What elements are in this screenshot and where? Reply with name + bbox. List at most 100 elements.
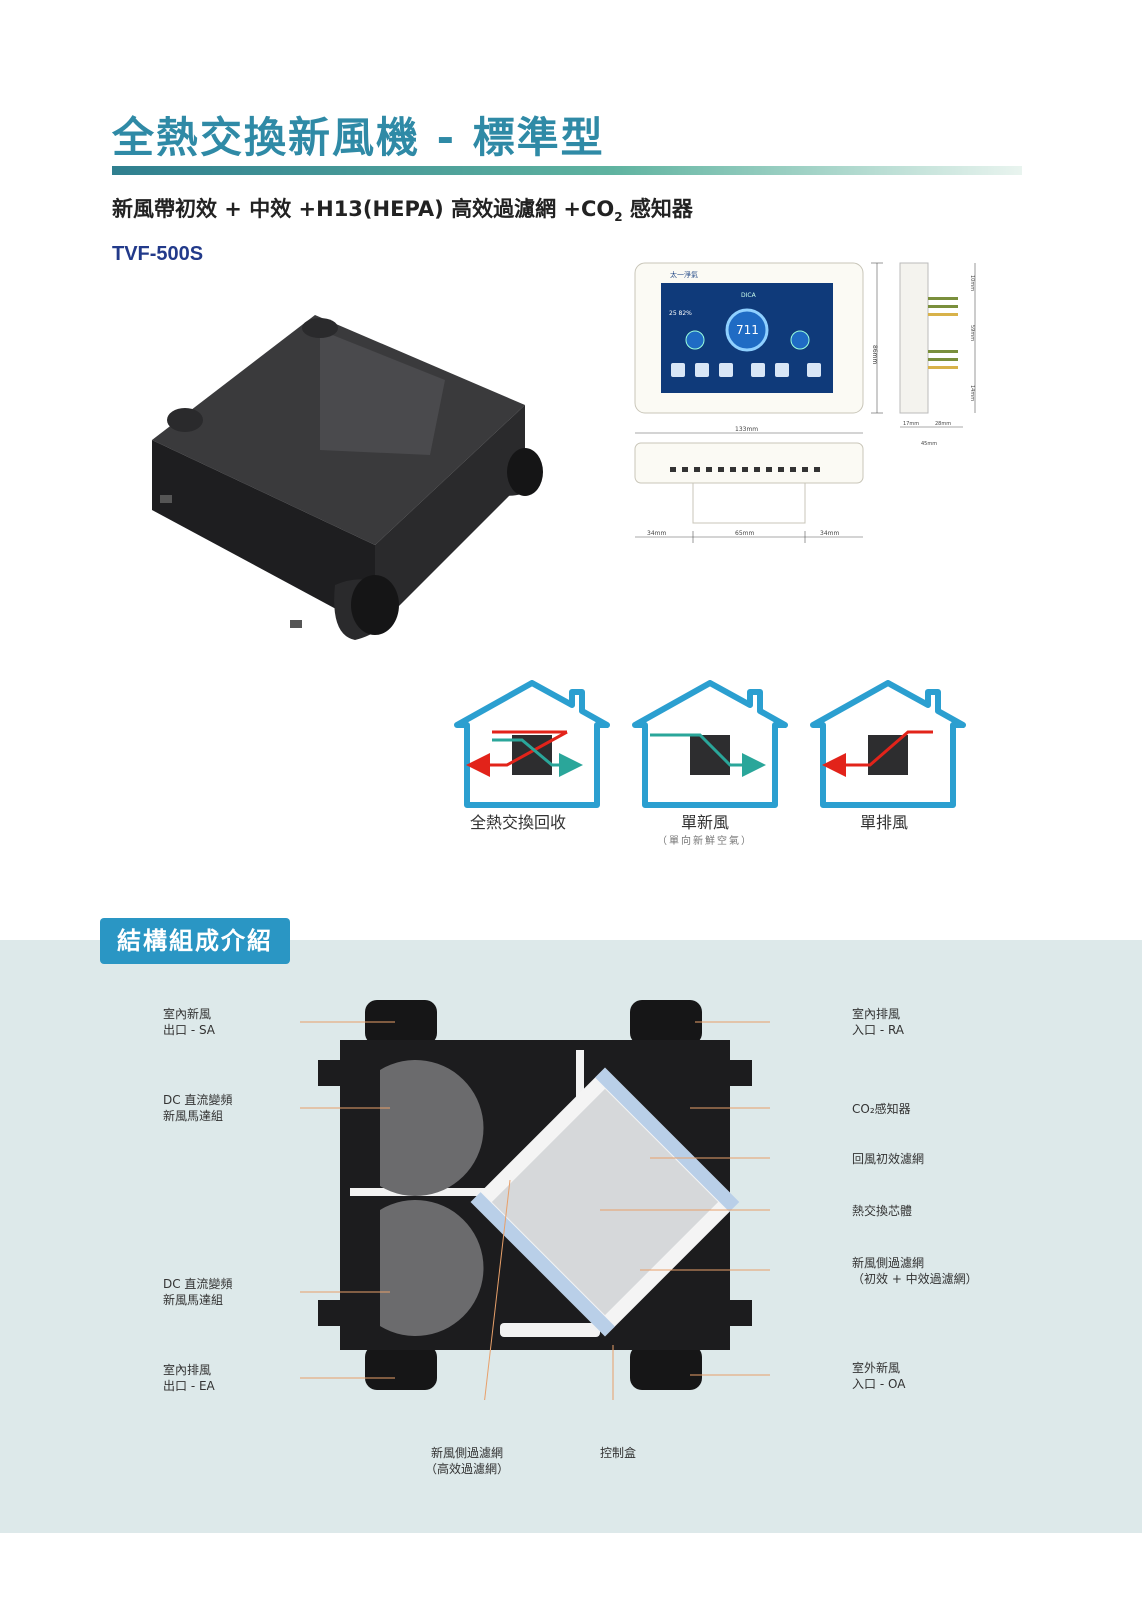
label-supply-motor-line2: 新風馬達組 bbox=[163, 1109, 224, 1123]
bracket-bl bbox=[318, 1300, 340, 1326]
label-control-box: 控制盒 bbox=[600, 1445, 636, 1461]
dim-d2: 28mm bbox=[935, 421, 951, 427]
leader-lines bbox=[300, 1021, 770, 1400]
product-subtitle: 新風帶初效 + 中效 +H13(HEPA) 高效過濾網 +CO2 感知器 bbox=[112, 193, 693, 224]
label-supply-filter-line2: （初效 + 中效過濾網） bbox=[852, 1272, 978, 1286]
dim-height: 86mm bbox=[871, 345, 878, 364]
duct-sa bbox=[365, 1000, 437, 1045]
bracket-left bbox=[160, 495, 172, 503]
subtitle-sub: 2 bbox=[614, 210, 623, 225]
label-control-box-line1: 控制盒 bbox=[600, 1446, 637, 1460]
label-supply-filter-line1: 新風側過濾網 bbox=[852, 1256, 925, 1270]
label-sa-line1: 室內新風 bbox=[163, 1007, 212, 1021]
label-core: 熱交換芯體 bbox=[852, 1203, 912, 1219]
duct-oa bbox=[630, 1345, 702, 1390]
screen-value: 711 bbox=[736, 323, 759, 337]
structure-tab: 結構組成介紹 bbox=[100, 918, 290, 964]
label-exhaust-motor-line1: DC 直流變頻 bbox=[163, 1277, 233, 1291]
subtitle-post: 感知器 bbox=[622, 197, 693, 221]
title-underline bbox=[112, 166, 1022, 175]
label-oa-line2: 入口 - OA bbox=[852, 1377, 906, 1391]
label-ea-line1: 室內排風 bbox=[163, 1363, 212, 1377]
dim-d1: 17mm bbox=[903, 421, 919, 427]
partition-top bbox=[576, 1050, 584, 1110]
screen-readings: 25 82% bbox=[669, 310, 692, 317]
label-oa: 室外新風入口 - OA bbox=[852, 1360, 905, 1392]
bottom-vents bbox=[670, 467, 820, 472]
controller-diagram: 太一淨氣 DICA 25 82% 711 86mm 10mm 59mm 14mm… bbox=[634, 262, 976, 543]
duct-top-left bbox=[167, 408, 203, 432]
label-ea: 室內排風出口 - EA bbox=[163, 1362, 215, 1394]
duct-front-opening bbox=[351, 575, 399, 635]
side-terminals bbox=[928, 297, 958, 369]
controller-side bbox=[899, 262, 929, 414]
label-co2-line1: CO₂感知器 bbox=[852, 1102, 911, 1116]
screen-left-dial bbox=[685, 330, 705, 350]
bracket-br bbox=[730, 1300, 752, 1326]
subtitle-pre: 新風帶初效 + 中效 +H13(HEPA) 高效過濾網 +CO bbox=[112, 197, 615, 221]
label-return-filter-line1: 回風初效濾網 bbox=[852, 1152, 925, 1166]
label-ra: 室內排風入口 - RA bbox=[852, 1006, 904, 1038]
screen-value-ring bbox=[725, 308, 769, 352]
label-hepa-line1: 新風側過濾網 bbox=[431, 1446, 504, 1460]
label-co2-sensor: CO₂感知器 bbox=[852, 1101, 911, 1117]
ventilator-unit-image bbox=[152, 315, 543, 640]
exchanger-core-1 bbox=[512, 735, 552, 775]
label-supply-filter: 新風側過濾網 （初效 + 中效過濾網） bbox=[852, 1255, 978, 1287]
label-sa-line2: 出口 - SA bbox=[163, 1023, 216, 1037]
screen-header: DICA bbox=[741, 292, 757, 299]
dim-side-a: 10mm bbox=[969, 275, 975, 291]
dim-side-c: 14mm bbox=[969, 385, 975, 401]
duct-right-opening bbox=[507, 448, 543, 496]
access-panel bbox=[320, 330, 445, 455]
label-hepa-line2: （高效過濾網） bbox=[425, 1462, 510, 1476]
operation-modes bbox=[454, 680, 966, 808]
mode-house-full-exchange bbox=[454, 680, 610, 808]
dim-width: 133mm bbox=[735, 426, 758, 433]
label-core-line1: 熱交換芯體 bbox=[852, 1204, 913, 1218]
mode-sub-2: （單向新鮮空氣） bbox=[657, 836, 753, 847]
screen-right-dial bbox=[790, 330, 810, 350]
mode-house-supply-only bbox=[632, 680, 788, 808]
dim-bottom-mid: 65mm bbox=[735, 530, 754, 537]
control-box bbox=[500, 1323, 600, 1337]
exchanger-core-3 bbox=[868, 735, 908, 775]
label-return-filter: 回風初效濾網 bbox=[852, 1151, 924, 1167]
label-supply-motor: DC 直流變頻新風馬達組 bbox=[163, 1092, 232, 1124]
unit-left-face bbox=[152, 440, 375, 630]
mode-label-3: 單排風 bbox=[859, 813, 908, 832]
label-ra-line2: 入口 - RA bbox=[852, 1023, 905, 1037]
dim-side-b: 59mm bbox=[969, 325, 975, 341]
mode-house-exhaust-only bbox=[810, 680, 966, 808]
label-ea-line2: 出口 - EA bbox=[163, 1379, 215, 1393]
label-hepa-filter: 新風側過濾網 （高效過濾網） bbox=[425, 1445, 509, 1477]
duct-top-back bbox=[302, 318, 338, 338]
internal-structure-diagram bbox=[300, 1000, 770, 1400]
label-oa-line1: 室外新風 bbox=[852, 1361, 901, 1375]
controller-bottom bbox=[634, 442, 864, 484]
exchanger-core-2 bbox=[690, 735, 730, 775]
bracket-tl bbox=[318, 1060, 340, 1086]
bracket-front bbox=[290, 620, 302, 628]
label-sa: 室內新風出口 - SA bbox=[163, 1006, 215, 1038]
label-ra-line1: 室內排風 bbox=[852, 1007, 901, 1021]
mode-label-1: 全熱交換回收 bbox=[469, 813, 566, 832]
model-number: TVF-500S bbox=[112, 243, 204, 265]
page-title: 全熱交換新風機 - 標準型 bbox=[112, 113, 605, 162]
duct-ea bbox=[365, 1345, 437, 1390]
dim-depth: 45mm bbox=[921, 441, 937, 447]
supply-fan bbox=[380, 1060, 484, 1196]
unit-right-face bbox=[375, 405, 525, 630]
dim-bottom-right: 34mm bbox=[820, 530, 839, 537]
screen-button-row bbox=[671, 363, 821, 377]
dim-bottom-left: 34mm bbox=[647, 530, 666, 537]
duct-ra bbox=[630, 1000, 702, 1045]
label-exhaust-motor: DC 直流變頻新風馬達組 bbox=[163, 1276, 232, 1308]
label-exhaust-motor-line2: 新風馬達組 bbox=[163, 1293, 224, 1307]
exhaust-fan bbox=[380, 1200, 484, 1336]
controller-brand: 太一淨氣 bbox=[670, 270, 698, 279]
mode-label-2: 單新風 bbox=[680, 813, 729, 832]
bracket-tr bbox=[730, 1060, 752, 1086]
controller-backbox bbox=[692, 482, 806, 524]
label-supply-motor-line1: DC 直流變頻 bbox=[163, 1093, 233, 1107]
